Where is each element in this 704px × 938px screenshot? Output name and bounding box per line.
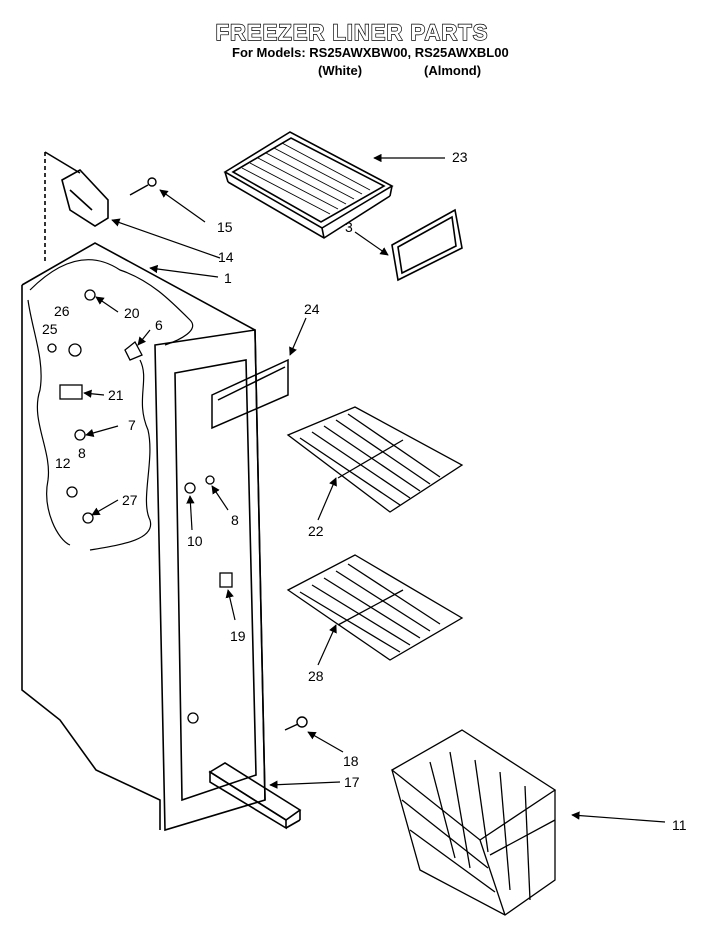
liner-face-components — [184, 475, 233, 724]
color-white-label: (White) — [318, 63, 363, 78]
callout-7: 7 — [128, 417, 136, 433]
callout-14: 14 — [218, 249, 234, 265]
callout-10: 10 — [187, 533, 203, 549]
callout-11: 11 — [672, 817, 687, 833]
duct-part-24 — [211, 358, 289, 430]
callout-25: 25 — [42, 321, 58, 337]
trim-part-17 — [208, 762, 302, 830]
callout-18: 18 — [343, 753, 359, 769]
page-title: FREEZER LINER PARTS — [215, 19, 489, 45]
callout-21: 21 — [108, 387, 124, 403]
callout-6: 6 — [155, 317, 163, 333]
callout-19: 19 — [230, 628, 246, 644]
basket-part-11 — [390, 729, 557, 916]
callout-8-left: 8 — [78, 445, 86, 461]
callout-26: 26 — [54, 303, 70, 319]
callout-27: 27 — [122, 492, 138, 508]
callout-1: 1 — [224, 270, 232, 286]
top-shelf-part-23 — [223, 131, 394, 239]
callout-22: 22 — [308, 523, 324, 539]
color-almond-label: (Almond) — [424, 63, 482, 78]
callout-17: 17 — [344, 774, 360, 790]
callout-3: 3 — [345, 219, 353, 235]
models-line: For Models: RS25AWXBW00, RS25AWXBL00 — [232, 45, 509, 60]
bracket-panel-part-3 — [391, 208, 463, 282]
callout-15: 15 — [217, 219, 233, 235]
callout-20: 20 — [124, 305, 140, 321]
screw-part-15 — [129, 177, 157, 196]
screw-part-18 — [284, 716, 308, 731]
callout-12: 12 — [55, 455, 71, 471]
callout-arrows — [83, 153, 666, 823]
wire-shelf-part-28 — [286, 554, 464, 661]
callout-8-right: 8 — [231, 512, 239, 528]
bracket-part-14 — [61, 168, 109, 227]
callout-28: 28 — [308, 668, 324, 684]
wire-shelf-part-22 — [286, 406, 464, 513]
left-wall-components — [47, 289, 143, 524]
callout-24: 24 — [304, 301, 320, 317]
callout-23: 23 — [452, 149, 468, 165]
